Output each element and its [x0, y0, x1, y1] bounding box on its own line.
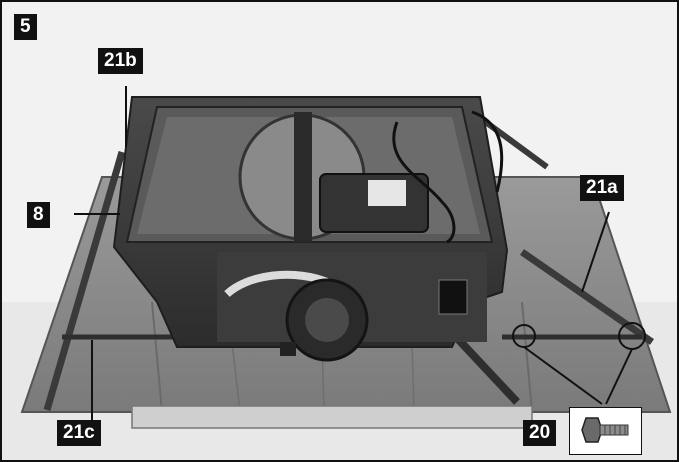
callout-21a-label: 21a: [580, 175, 624, 201]
hex-bolt-icon: [581, 417, 629, 443]
bolt-inset: [569, 407, 642, 455]
callout-8-label: 8: [27, 202, 50, 228]
callout-20-label: 20: [523, 420, 557, 446]
callout-21b-label: 21b: [98, 48, 143, 74]
front-rail: [131, 405, 533, 429]
callout-21c-label: 21c: [57, 420, 101, 446]
figure-number-label: 5: [14, 14, 37, 40]
